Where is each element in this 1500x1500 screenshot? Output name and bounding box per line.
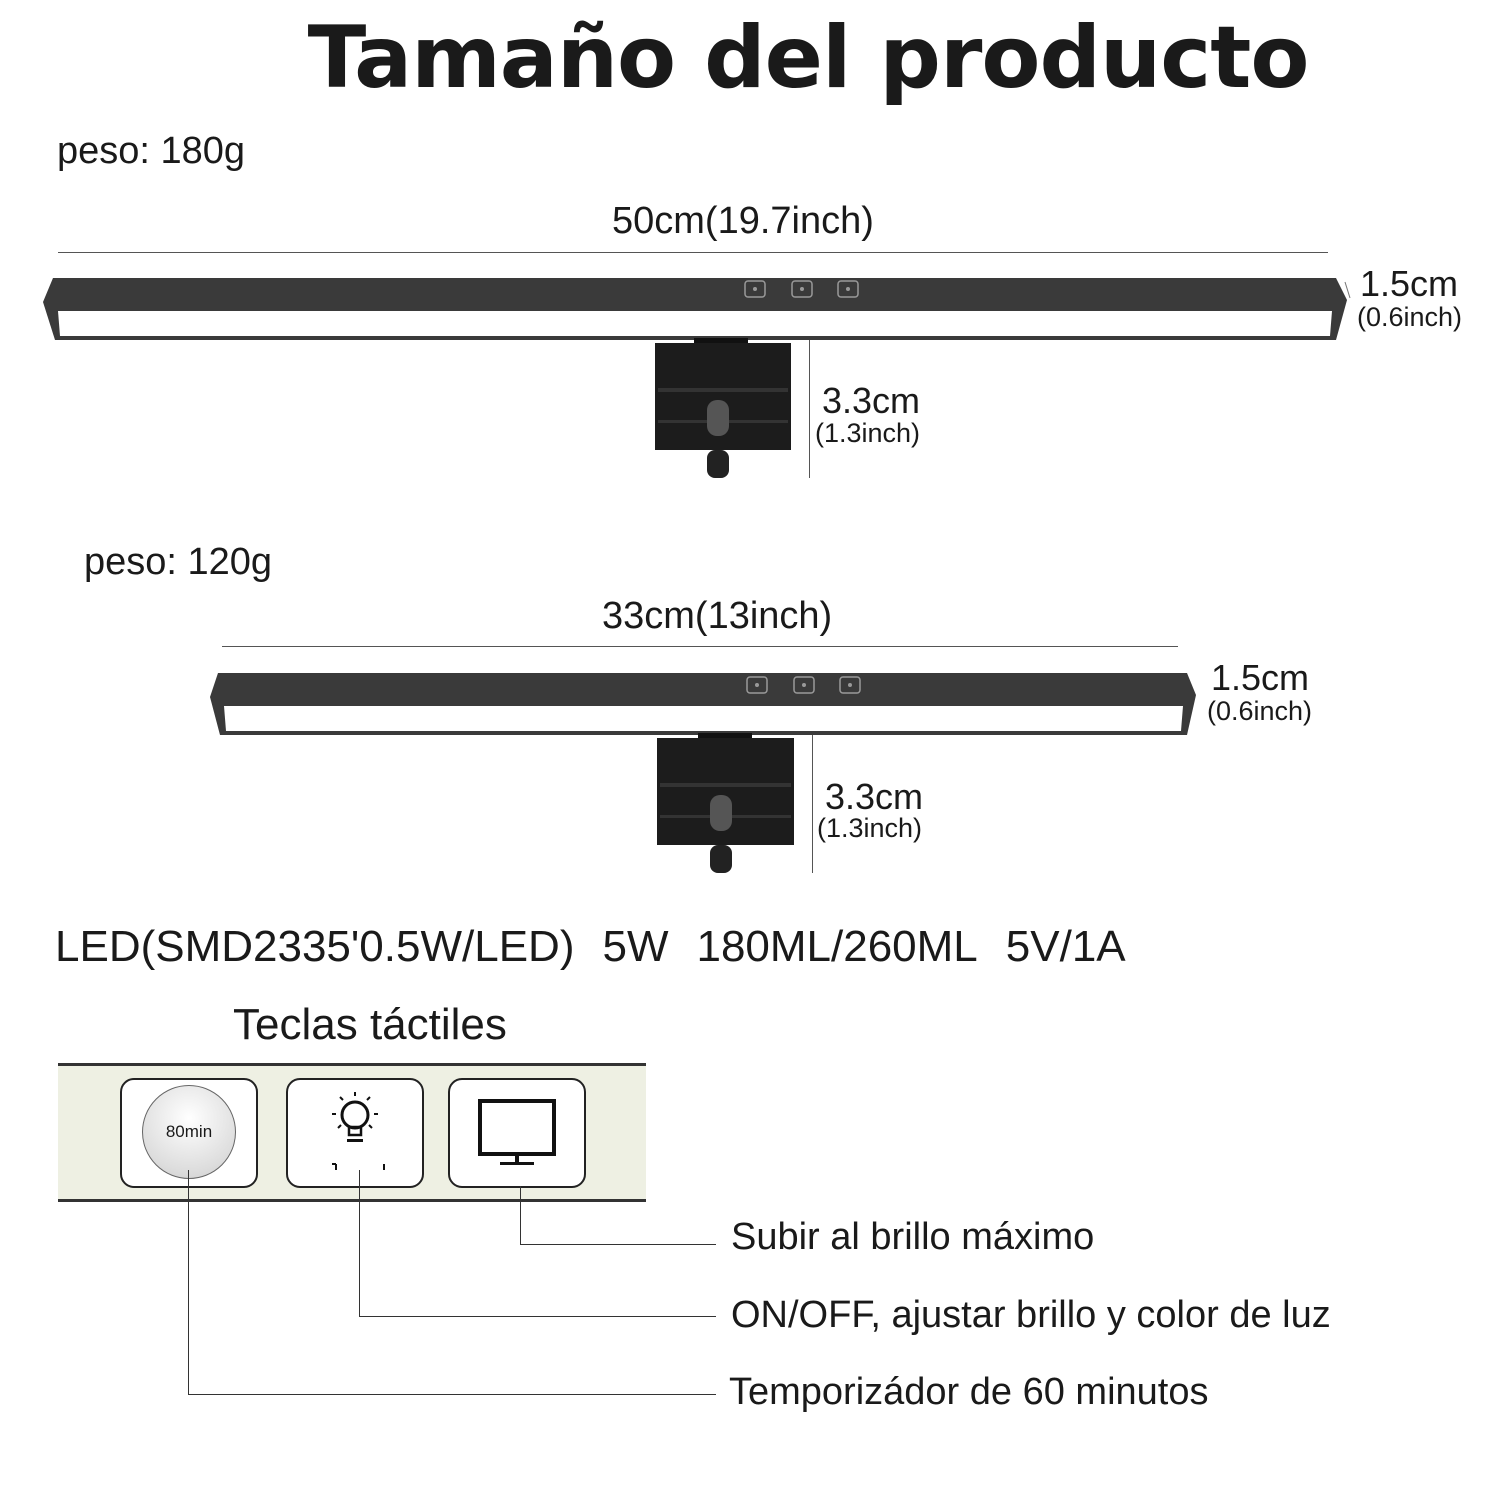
spec-lumen: 180ML/260ML bbox=[696, 922, 978, 971]
length-dimension-line-1 bbox=[58, 252, 1328, 253]
leader-line-onoff bbox=[359, 1170, 716, 1317]
clamp-in-label-1: (1.3inch) bbox=[815, 418, 921, 448]
timer-icon: 80min bbox=[142, 1085, 236, 1179]
clamp-cm-label-1: 3.3cm bbox=[822, 380, 921, 421]
lamp-bar-large bbox=[43, 278, 1351, 340]
touch-keys-heading: Teclas táctiles bbox=[233, 1000, 507, 1049]
height-in-label-1: (0.6inch) bbox=[1357, 302, 1463, 332]
leader-line-max bbox=[520, 1186, 716, 1245]
monitor-icon bbox=[478, 1099, 556, 1165]
height-cm-label-1: 1.5cm bbox=[1360, 263, 1459, 304]
leader-line-timer bbox=[188, 1170, 716, 1395]
spec-power: 5W bbox=[602, 922, 669, 971]
clamp-small bbox=[657, 733, 794, 873]
spec-line: LED(SMD2335'0.5W/LED) 5W 180ML/260ML 5V/1A bbox=[55, 922, 1154, 972]
weight-label-2: peso: 120g bbox=[84, 541, 273, 583]
desc-onoff: ON/OFF, ajustar brillo y color de luz bbox=[731, 1294, 1331, 1336]
light-bulb-icon bbox=[332, 1092, 385, 1170]
clamp-dimension-line-1 bbox=[809, 340, 810, 478]
spec-led: LED(SMD2335'0.5W/LED) bbox=[55, 922, 575, 971]
clamp-cm-label-2: 3.3cm bbox=[825, 776, 924, 817]
desc-max-brightness: Subir al brillo máximo bbox=[731, 1216, 1095, 1258]
desc-timer: Temporizádor de 60 minutos bbox=[729, 1371, 1209, 1413]
length-dimension-line-2 bbox=[222, 646, 1178, 647]
lamp-bar-small bbox=[210, 673, 1196, 735]
timer-label: 80min bbox=[165, 1122, 213, 1141]
brightness-key[interactable] bbox=[286, 1078, 424, 1188]
clamp-large bbox=[655, 338, 791, 478]
length-label-1: 50cm(19.7inch) bbox=[612, 200, 874, 242]
clamp-dimension-line-2 bbox=[812, 735, 813, 873]
max-brightness-key[interactable] bbox=[448, 1078, 586, 1188]
height-in-label-2: (0.6inch) bbox=[1207, 696, 1313, 726]
page-title: Tamaño del producto bbox=[307, 8, 1310, 108]
length-label-2: 33cm(13inch) bbox=[602, 595, 833, 637]
clamp-in-label-2: (1.3inch) bbox=[817, 813, 923, 843]
height-cm-label-2: 1.5cm bbox=[1211, 657, 1310, 698]
timer-key[interactable]: 80min bbox=[120, 1078, 258, 1188]
weight-label-1: peso: 180g bbox=[57, 130, 246, 172]
spec-voltage: 5V/1A bbox=[1005, 922, 1126, 971]
